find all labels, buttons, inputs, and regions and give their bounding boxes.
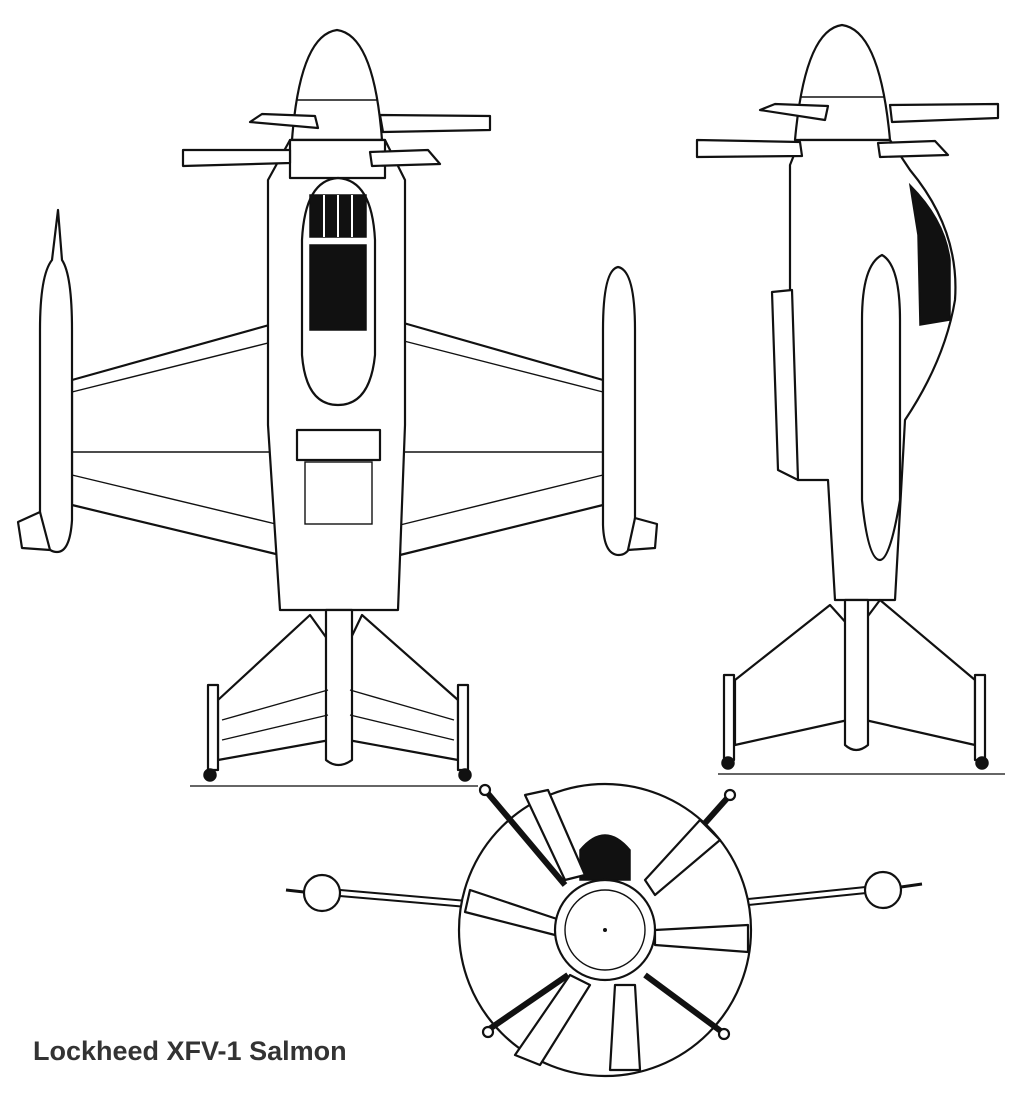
side-view <box>695 23 1005 775</box>
bottom-right-wingtip-pod <box>863 870 903 910</box>
side-wing-pod <box>860 253 902 562</box>
bottom-propeller-blade <box>523 788 587 882</box>
bottom-view <box>285 782 923 1078</box>
side-canopy-window <box>908 182 951 326</box>
side-right-tail <box>863 598 977 747</box>
side-propeller-blade <box>758 102 830 122</box>
front-propeller-blade <box>248 112 320 130</box>
front-left-wingtip-pod <box>38 208 74 554</box>
front-right-tail <box>346 613 460 762</box>
front-view <box>16 28 659 787</box>
front-left-wing <box>70 320 282 557</box>
drawing-caption: Lockheed XFV-1 Salmon <box>33 1036 347 1066</box>
front-left-tail <box>216 613 332 762</box>
side-nose-cone <box>793 23 892 142</box>
side-left-tail <box>733 603 850 747</box>
bottom-left-wingtip-pod <box>302 873 342 913</box>
front-nose-cone <box>290 28 384 142</box>
front-right-wingtip-pod <box>601 265 637 557</box>
front-right-wing <box>398 320 605 557</box>
